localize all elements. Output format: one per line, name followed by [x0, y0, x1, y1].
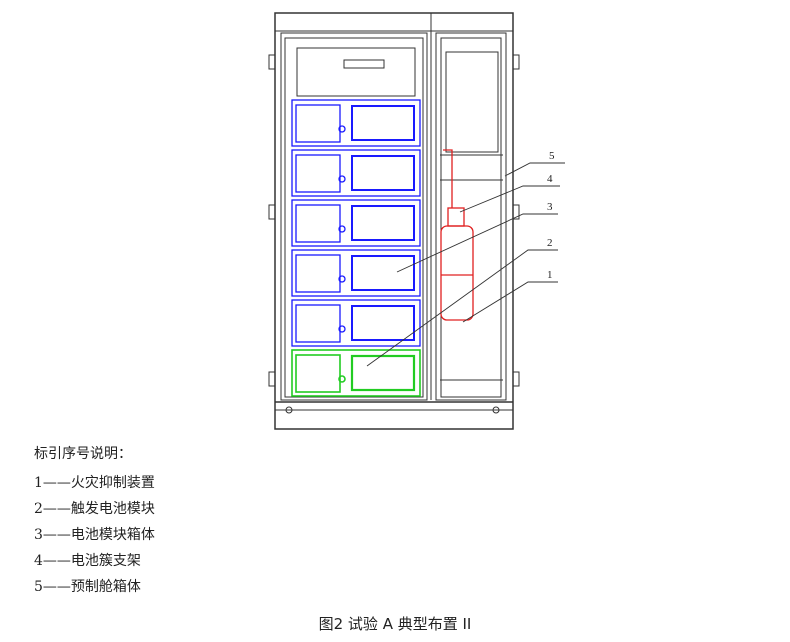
- callout-1: 1: [547, 269, 553, 281]
- legend-item-4: 4——电池簇支架: [34, 553, 141, 569]
- battery-module-2: [291, 149, 421, 197]
- battery-module-1: [291, 99, 421, 147]
- legend-title: 标引序号说明：: [34, 446, 132, 462]
- callout-4: 4: [547, 173, 553, 185]
- leader-lines: [366, 162, 565, 367]
- legend-list: 1——火灾抑制装置 2——触发电池模块 3——电池模块箱体 4——电池簇支架 5…: [34, 470, 155, 600]
- trigger-battery-module: [291, 349, 421, 397]
- battery-module-5: [291, 299, 421, 347]
- callout-3: 3: [547, 201, 553, 213]
- cabinet-frame: [268, 12, 520, 430]
- battery-module-3: [291, 199, 421, 247]
- callout-5: 5: [549, 150, 555, 162]
- callout-2: 2: [547, 237, 553, 249]
- legend-item-3: 3——电池模块箱体: [34, 527, 155, 543]
- cabinet-diagram: 5 4 3 2 1: [268, 12, 565, 430]
- fire-suppression-device: [440, 149, 474, 321]
- legend: 标引序号说明： 1——火灾抑制装置 2——触发电池模块 3——电池模块箱体 4—…: [34, 444, 155, 600]
- legend-item-2: 2——触发电池模块: [34, 501, 155, 517]
- battery-module-4: [291, 249, 421, 297]
- legend-item-1: 1——火灾抑制装置: [34, 475, 155, 491]
- legend-item-5: 5——预制舱箱体: [34, 579, 141, 595]
- figure-caption: 图2 试验 A 典型布置 II: [318, 615, 472, 633]
